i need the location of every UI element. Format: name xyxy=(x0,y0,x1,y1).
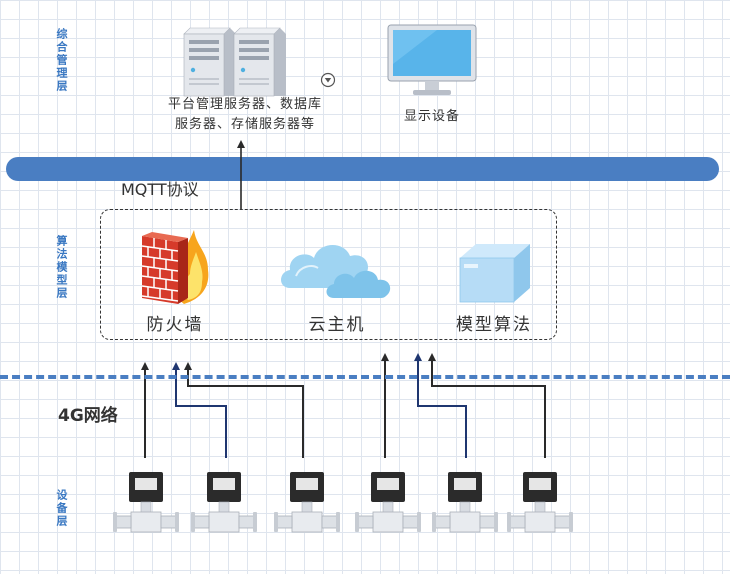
dropdown-circle-icon[interactable] xyxy=(320,72,336,88)
network-dashed-line xyxy=(0,375,730,379)
servers-caption-line2: 服务器、存储服务器等 xyxy=(174,117,315,132)
firewall-label: 防火墙 xyxy=(146,315,204,335)
mqtt-label: MQTT协议 xyxy=(121,180,199,199)
wire-device-2 xyxy=(172,362,227,458)
firewall-icon xyxy=(141,230,209,304)
server-icon xyxy=(183,27,236,97)
layer-label-management: 综合管理层 xyxy=(55,28,68,93)
model-algorithm-label: 模型算法 xyxy=(456,315,532,335)
display-caption: 显示设备 xyxy=(403,109,460,124)
flowmeter-icon[interactable] xyxy=(191,468,263,542)
model-box-icon xyxy=(459,244,530,303)
algorithm-layer-box xyxy=(100,209,557,340)
cloud-host-label: 云主机 xyxy=(308,315,366,335)
flowmeter-icon[interactable] xyxy=(274,468,346,542)
server-icon xyxy=(233,27,286,97)
flowmeter-icon[interactable] xyxy=(507,468,579,542)
servers-caption-line1: 平台管理服务器、数据库 xyxy=(167,97,322,112)
flowmeter-icon[interactable] xyxy=(432,468,504,542)
monitor-icon xyxy=(387,24,477,95)
wire-device-3 xyxy=(184,362,304,458)
flowmeter-icon[interactable] xyxy=(355,468,427,542)
network-label: 4G网络 xyxy=(58,406,118,426)
wire-device-6 xyxy=(428,353,546,458)
cloud-icon xyxy=(281,244,391,298)
servers-caption: 平台管理服务器、数据库 服务器、存储服务器等 xyxy=(140,95,350,135)
network-bus xyxy=(6,157,719,181)
wire-device-5 xyxy=(414,353,467,458)
layer-label-device: 设备层 xyxy=(55,488,68,528)
flowmeter-icon[interactable] xyxy=(113,468,185,542)
layer-label-algorithm: 算法模型层 xyxy=(55,235,68,300)
